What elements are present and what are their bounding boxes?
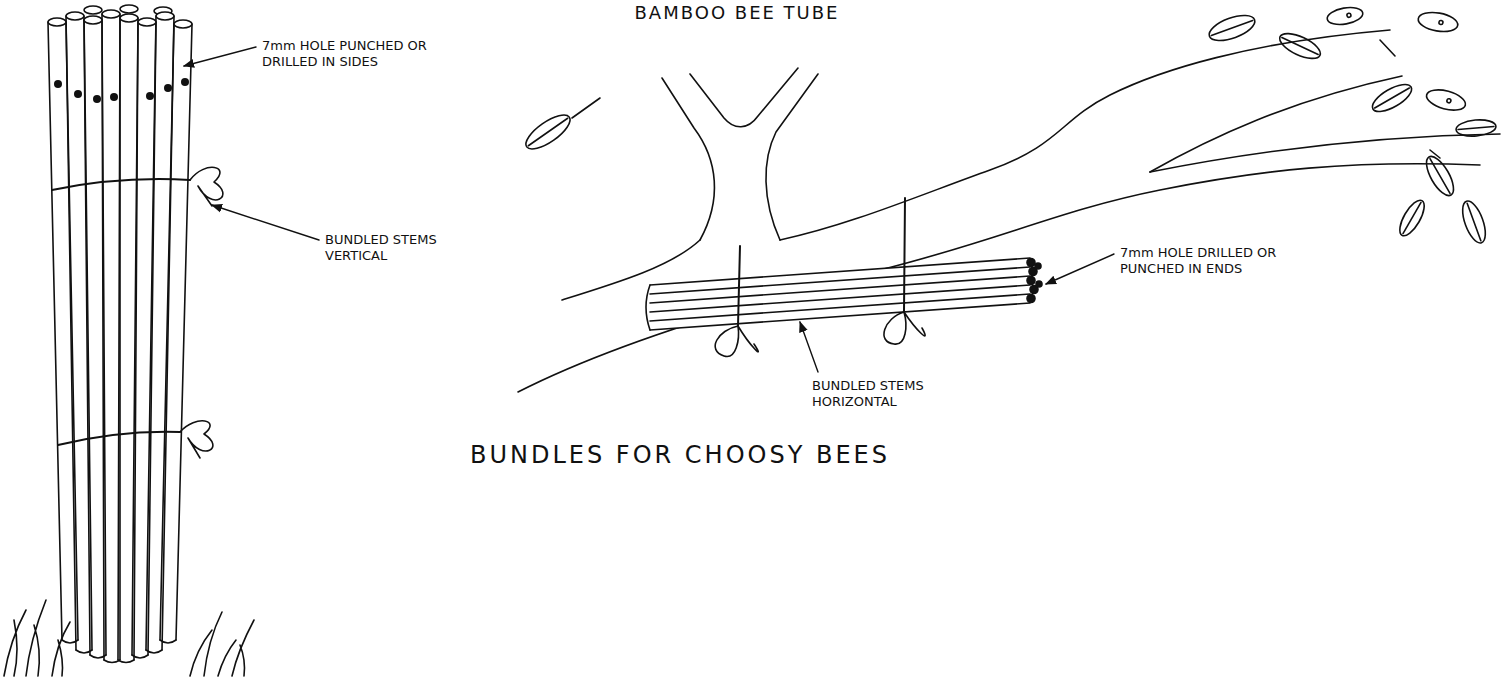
leaves: [521, 5, 1497, 246]
vertical-bundle: [48, 5, 223, 663]
callout-label: BUNDLED STEMS VERTICAL: [325, 232, 460, 265]
callout-label: 7mm HOLE PUNCHED OR DRILLED IN SIDES: [262, 38, 427, 71]
grass: [4, 600, 254, 676]
leader-arrows: [184, 47, 1114, 372]
diagram-caption: BUNDLES FOR CHOOSY BEES: [470, 440, 1050, 470]
tree-branch: [518, 30, 1500, 392]
callout-label: BUNDLED STEMS HORIZONTAL: [812, 378, 977, 411]
diagram-title: BAMBOO BEE TUBE: [597, 2, 877, 25]
horizontal-bundle: [646, 198, 1042, 357]
callout-label: 7mm HOLE DRILLED OR PUNCHED IN ENDS: [1120, 245, 1285, 278]
